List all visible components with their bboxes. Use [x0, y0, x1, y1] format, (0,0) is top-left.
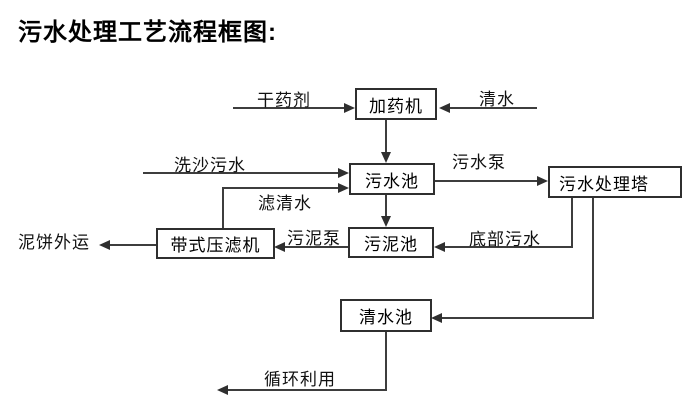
edge-clean-water-line — [449, 107, 537, 109]
edge-tower-to-clean-vline — [592, 198, 594, 319]
arrowhead-down-icon — [381, 152, 391, 163]
arrowhead-right-icon — [537, 176, 548, 186]
edge-sewage-to-sludge-line — [385, 195, 387, 217]
edge-bottom-sewage-hline — [445, 246, 573, 248]
edge-sludge-pump-line — [285, 246, 348, 248]
arrowhead-left-icon — [431, 313, 442, 323]
edge-dry-agent-line — [233, 107, 345, 109]
arrowhead-left-icon — [274, 242, 285, 252]
arrowhead-left-icon — [217, 385, 228, 395]
node-treatment-tower: 污水处理塔 — [548, 166, 682, 198]
edge-label-filtered-water: 滤清水 — [258, 194, 312, 213]
arrowhead-right-icon — [338, 183, 349, 193]
node-dosing-machine: 加药机 — [355, 88, 437, 120]
node-sewage-pool-label: 污水池 — [365, 171, 419, 191]
arrowhead-right-icon — [344, 103, 355, 113]
edge-recycle-hline — [228, 389, 387, 391]
edge-tower-to-clean-hline — [442, 317, 594, 319]
edge-dosing-to-sewage-line — [385, 120, 387, 153]
node-belt-filter-press-label: 带式压滤机 — [170, 236, 261, 255]
edge-bottom-sewage-vline — [571, 198, 573, 248]
edge-label-sand-washing: 洗沙污水 — [174, 156, 246, 175]
edge-label-sewage-pump: 污水泵 — [452, 153, 506, 172]
arrowhead-right-icon — [338, 168, 349, 178]
arrowhead-down-icon — [381, 216, 391, 227]
node-dosing-machine-label: 加药机 — [369, 96, 423, 116]
edge-filtered-water-vline — [222, 187, 224, 228]
node-sewage-pool: 污水池 — [349, 163, 435, 195]
arrowhead-left-icon — [434, 242, 445, 252]
edge-sewage-pump-line — [435, 180, 538, 182]
edge-label-clean-water: 清水 — [479, 90, 515, 109]
node-sludge-pool-label: 污泥池 — [364, 235, 418, 254]
diagram-title: 污水处理工艺流程框图: — [18, 19, 277, 46]
arrowhead-left-icon — [99, 240, 110, 250]
edge-filtered-water-hline — [222, 187, 339, 189]
edge-label-sludge-pump: 污泥泵 — [287, 229, 341, 248]
edge-label-dry-agent: 干药剂 — [257, 91, 311, 110]
edge-label-mud-cake: 泥饼外运 — [18, 233, 90, 252]
edge-recycle-vline — [385, 332, 387, 390]
node-sludge-pool: 污泥池 — [348, 227, 434, 258]
node-treatment-tower-label: 污水处理塔 — [559, 174, 649, 194]
edge-mud-cake-line — [110, 244, 156, 246]
node-clean-water-pool-label: 清水池 — [359, 308, 413, 327]
edge-label-recycle: 循环利用 — [264, 370, 336, 389]
arrowhead-left-icon — [439, 103, 450, 113]
edge-label-bottom-sewage: 底部污水 — [469, 230, 541, 249]
edge-sand-washing-line — [143, 172, 339, 174]
node-clean-water-pool: 清水池 — [340, 299, 432, 332]
node-belt-filter-press: 带式压滤机 — [156, 228, 275, 259]
